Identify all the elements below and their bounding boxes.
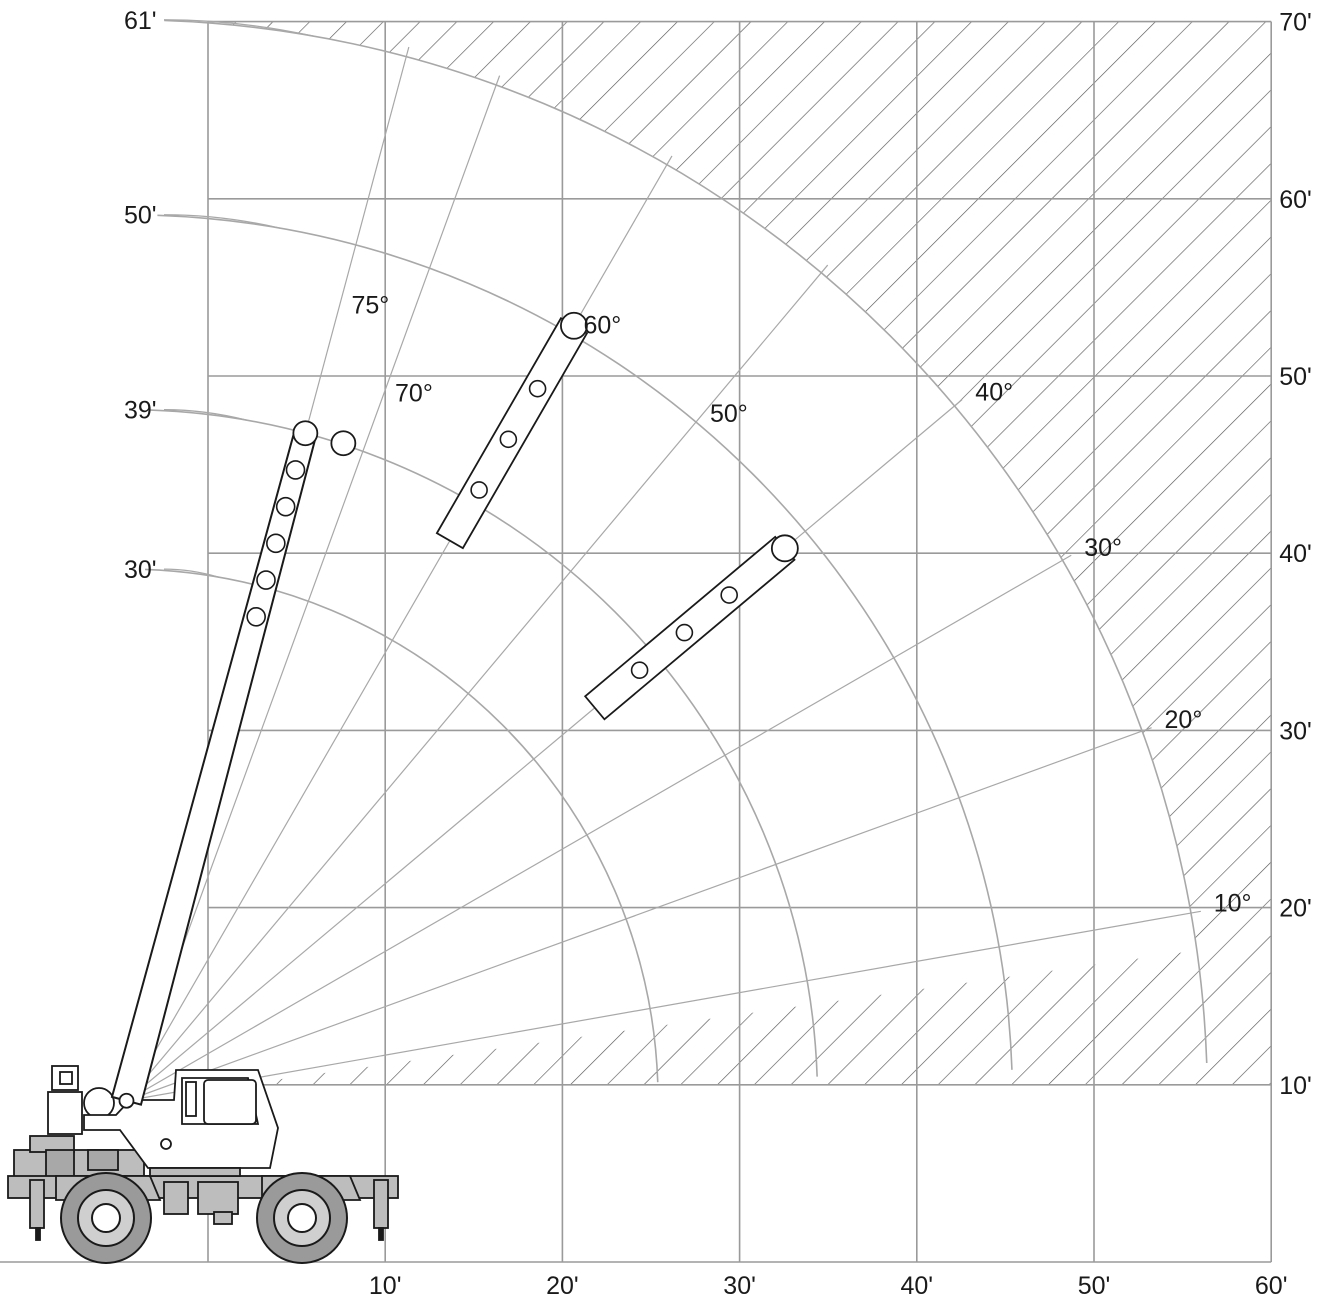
boom-angle-rays [125,46,1201,1102]
front-wheel-icon [60,1172,152,1264]
boom-angle-label: 10° [1214,890,1252,918]
y-tick-label: 70' [1279,9,1312,37]
x-tick-label: 60' [1255,1272,1288,1298]
boom-hole [499,430,518,449]
hatch-fill [208,21,1271,1262]
boom-hole [256,570,276,590]
y-tick-label: 10' [1279,1072,1312,1100]
boom-angle-label: 50° [710,400,748,428]
boom-length-label: 39' [124,397,157,425]
sheave-icon [770,534,799,563]
lower-clear-area [208,1084,1271,1262]
boom-length-arc [157,214,1013,1070]
boom-hole [675,623,694,642]
hatched-out-of-range-area [208,21,1271,1262]
grid [0,20,1272,1263]
y-tick-label: 60' [1279,186,1312,214]
y-tick-label: 40' [1279,540,1312,568]
boom-hole [528,379,547,398]
boom-pivot [118,1092,135,1109]
sheave-icon [560,311,588,340]
boom-length-leader [163,568,219,578]
boom-length-label: 50' [124,202,157,230]
boom-section-icon [583,534,799,721]
y-tick-label: 30' [1279,717,1312,745]
sheave-icon [292,420,319,447]
boom-hole [285,460,306,480]
x-tick-label: 20' [546,1272,579,1298]
labels: 10' 20' 30' 40' 50' 60' 10' 20' 30' 40' 50' 60' 70' 3… [124,7,1312,1298]
x-tick-label: 30' [723,1272,756,1298]
x-tick-label: 40' [901,1272,934,1298]
boom-hole [275,496,296,517]
boom-angle-ray [126,910,1201,1102]
boom-angle-ray [125,155,673,1102]
boom-hole [266,533,286,554]
boom-angle-ray [126,399,963,1102]
boom-length-label: 61' [124,7,157,35]
boom-length-arc [164,19,1208,1064]
boom-hole [246,606,266,627]
y-tick-label: 20' [1279,895,1312,923]
boom-angle-ray [126,727,1152,1102]
x-tick-label: 50' [1078,1272,1111,1298]
boom-angle-label: 75° [351,291,389,319]
boom-angle-ray [125,75,501,1101]
boom-angle-label: 40° [975,378,1013,406]
boom-section-icon [435,311,589,550]
boom-length-leader [163,214,281,229]
main-boom-icon [110,420,357,1109]
x-tick-label: 10' [369,1272,402,1298]
main-boom-body [110,429,318,1106]
boom-length-label: 30' [124,556,157,584]
boom-length-leader [163,19,315,37]
boom-hole [630,661,649,679]
sheave-icon [330,430,357,457]
boom-angle-label: 30° [1084,534,1122,562]
boom-length-leader [163,409,247,421]
y-tick-label: 50' [1279,363,1312,391]
boom-angle-label: 60° [583,311,621,339]
boom-hole [720,586,738,604]
boom-angle-label: 70° [395,379,433,407]
rear-wheel-icon [256,1172,348,1264]
boom-hole [470,481,488,499]
boom-length-arc [145,568,659,1083]
boom-illustrations [110,311,799,1109]
boom-angle-label: 20° [1165,706,1203,734]
boom-angle-ray [126,264,829,1102]
boom-angle-ray [126,554,1072,1102]
